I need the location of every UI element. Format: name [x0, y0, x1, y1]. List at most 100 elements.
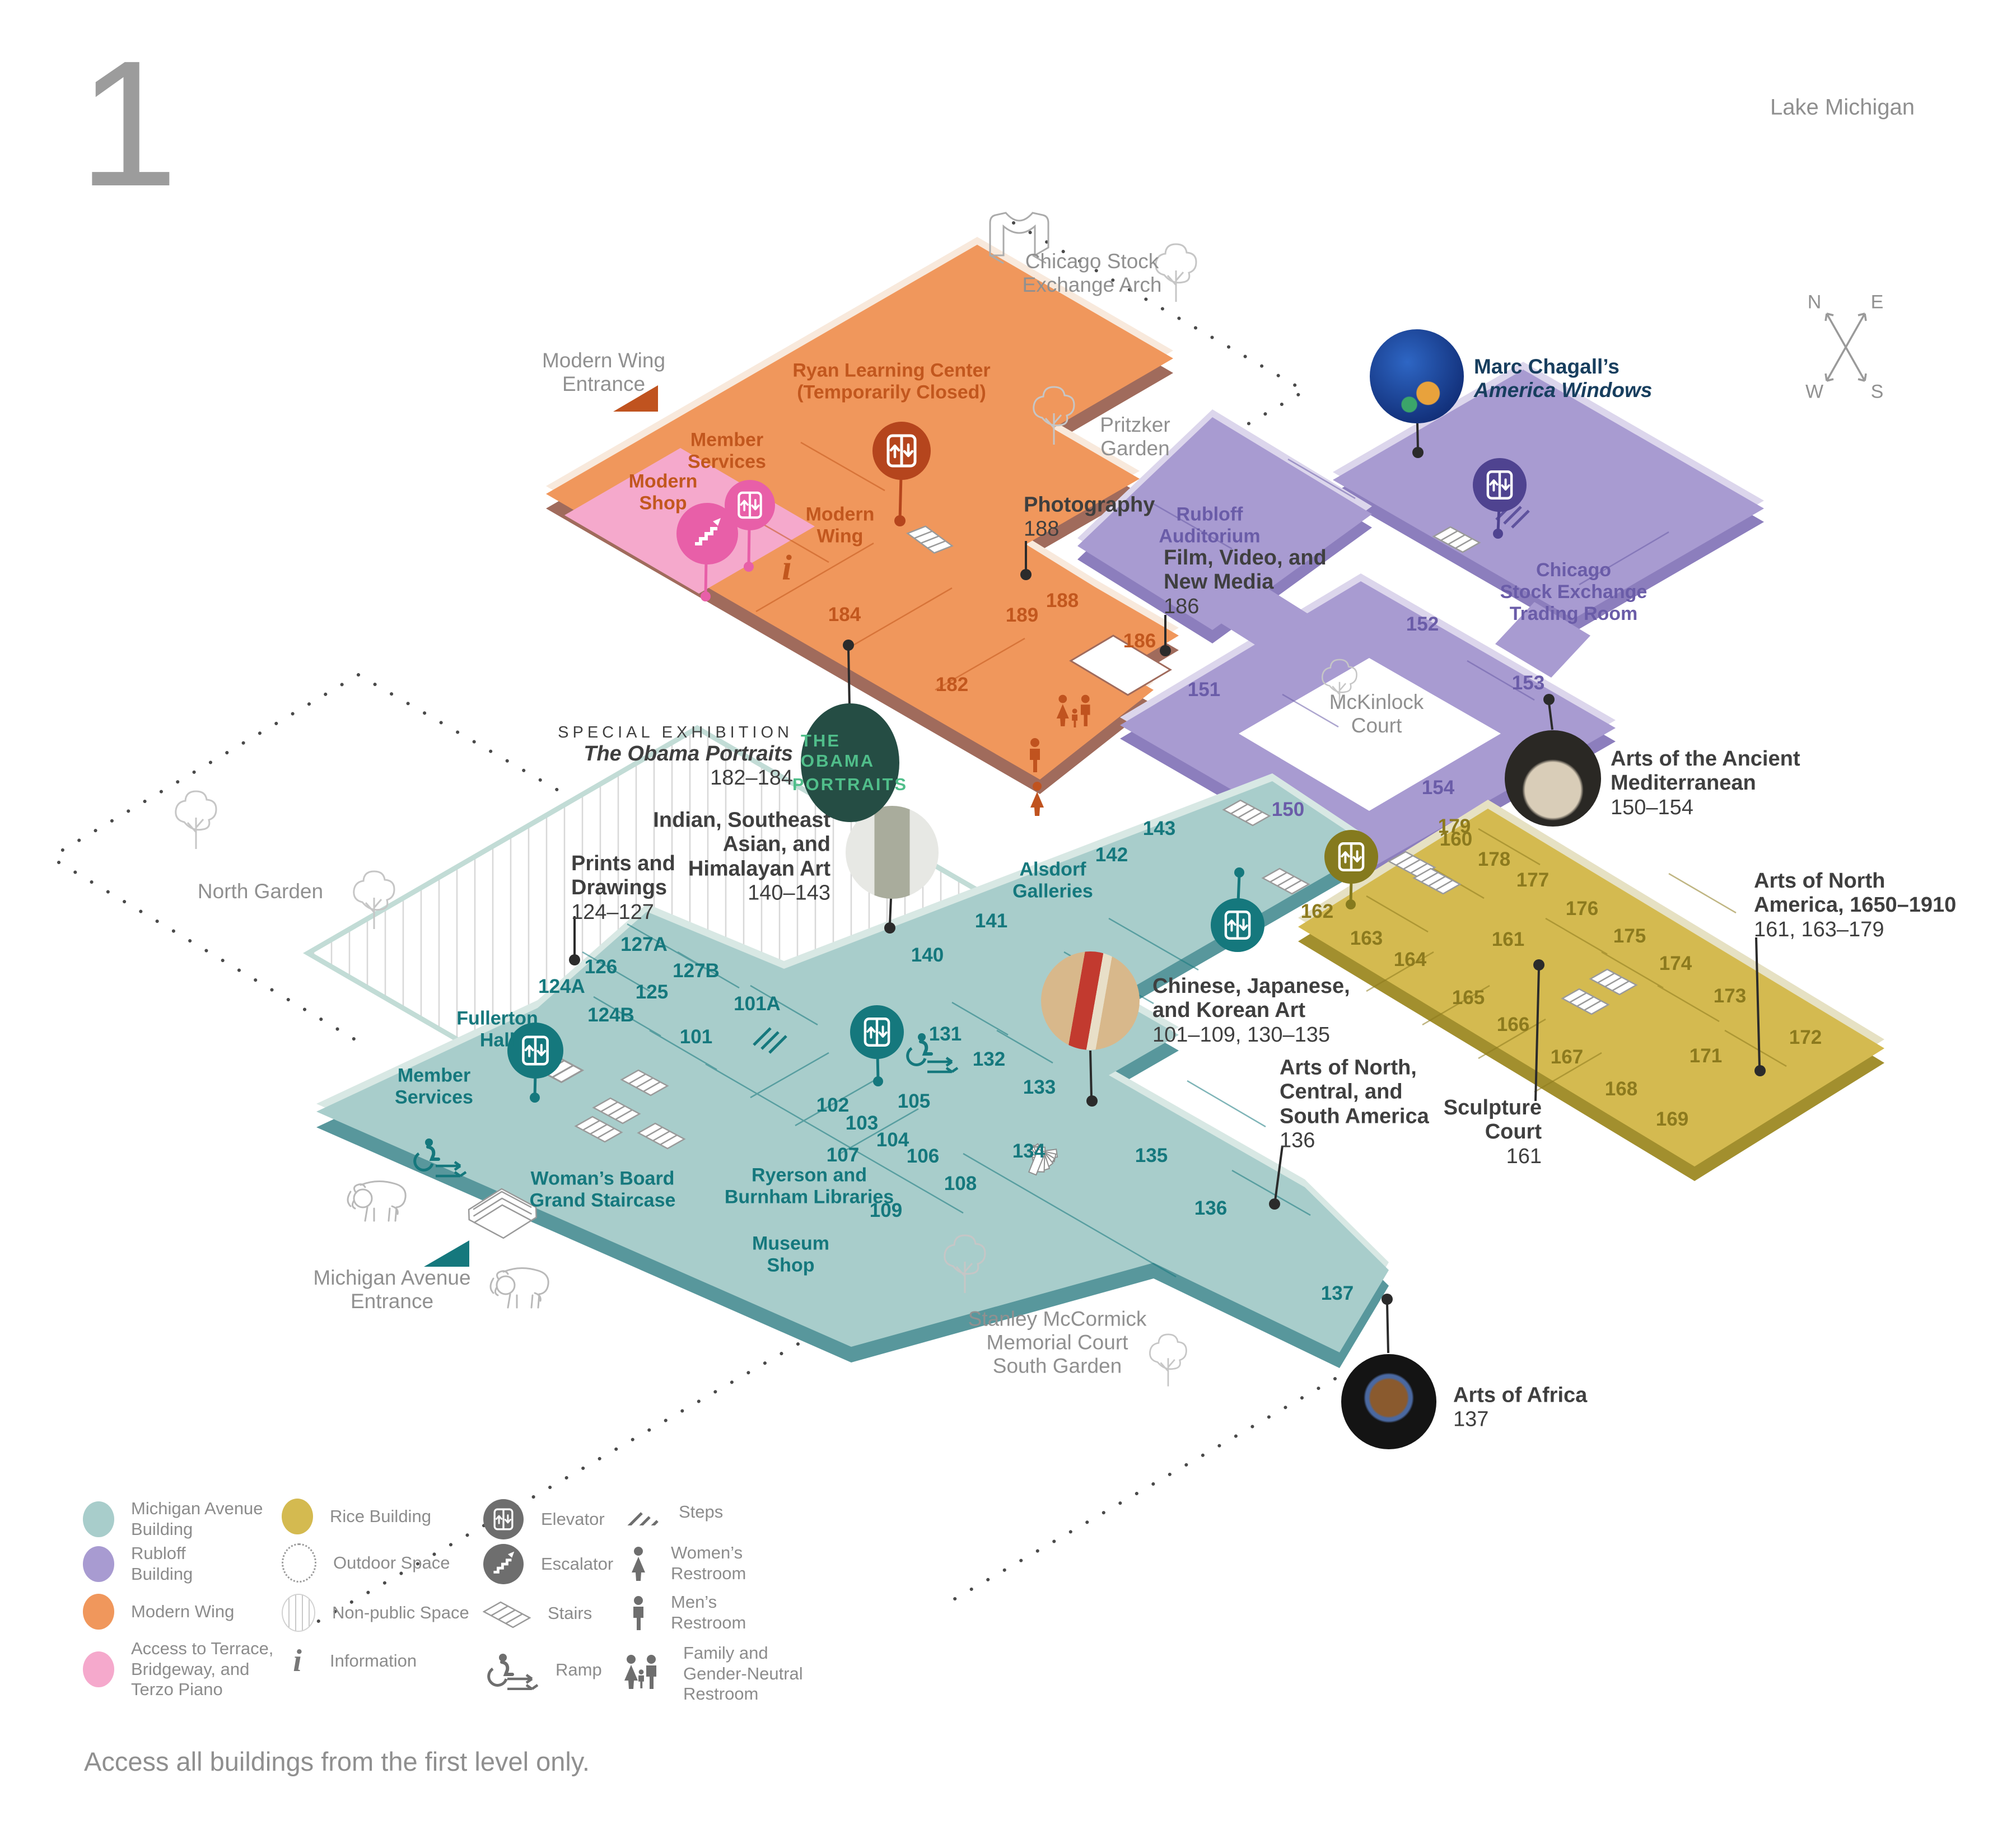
non-public-swatch [282, 1594, 315, 1632]
gallery-number: 107 [826, 1144, 860, 1166]
modern-wing-entrance-arrow [613, 385, 658, 412]
gallery-number: 109 [869, 1200, 903, 1221]
floor-number: 1 [78, 23, 178, 223]
gallery-number: 178 [1477, 848, 1511, 870]
tree-icon [1149, 1333, 1187, 1387]
michigan-swatch [83, 1501, 114, 1537]
chinese-art-photo [1041, 951, 1140, 1050]
gallery-number: 160 [1439, 828, 1473, 850]
gallery-number: 143 [1142, 818, 1176, 839]
gallery-number: 186 [1123, 630, 1156, 652]
spiral-staircase-icon [1028, 1143, 1058, 1176]
gallery-number: 173 [1713, 985, 1747, 1007]
gallery-186-notch [1069, 634, 1172, 696]
americas-annotation: Arts of North,Central, and South America… [1280, 1056, 1429, 1152]
legend-modern-wing: Modern Wing [83, 1594, 234, 1630]
elevator-icon [483, 1499, 524, 1539]
gallery-number: 177 [1516, 869, 1550, 891]
lake-michigan-label: Lake Michigan [1770, 95, 1915, 120]
lion-statue-icon [347, 1180, 407, 1222]
elevator-icon [1324, 830, 1378, 909]
gallery-number: 101A [734, 993, 781, 1015]
leader-lines [569, 423, 1766, 1354]
terrace-swatch [83, 1651, 114, 1687]
gallery-number: 169 [1655, 1108, 1689, 1130]
legend-ramp: Ramp [483, 1650, 602, 1690]
legend-rice: Rice Building [282, 1499, 431, 1534]
gallery-number: 176 [1565, 898, 1599, 920]
tree-icon [1155, 243, 1197, 303]
gallery-number: 103 [845, 1112, 879, 1134]
gallery-number: 134 [1012, 1140, 1046, 1162]
compass-n: N [1807, 291, 1822, 313]
gallery-number: 104 [876, 1129, 909, 1151]
ryan-learning-center-label: Ryan Learning Center(Temporarily Closed) [792, 360, 991, 403]
modern-wing-building [546, 237, 1179, 794]
gallery-number: 140 [911, 944, 944, 966]
compass-e: E [1870, 291, 1884, 313]
chinese-art-annotation: Chinese, Japanese,and Korean Art 101–109… [1152, 974, 1350, 1047]
gallery-number: 142 [1095, 844, 1128, 866]
buddha-photo [846, 806, 939, 899]
legend-steps: Steps [623, 1499, 723, 1525]
gallery-number: 179 [1438, 815, 1471, 837]
north-garden-label: North Garden [197, 879, 324, 903]
gallery-number: 189 [1005, 604, 1039, 626]
gallery-number: 106 [906, 1145, 940, 1167]
legend-outdoor: Outdoor Space [282, 1543, 450, 1583]
elevator-icon [1211, 867, 1264, 952]
elevator-icon [507, 1023, 563, 1103]
outdoor-space-swatch [282, 1543, 316, 1583]
gallery-number: 135 [1135, 1145, 1168, 1166]
gallery-number: 184 [828, 604, 861, 626]
gallery-number: 125 [635, 981, 669, 1003]
information-icon: i [293, 1644, 302, 1678]
gallery-number: 171 [1689, 1045, 1723, 1067]
gallery-number: 127A [620, 934, 668, 955]
gallery-number: 165 [1452, 987, 1485, 1009]
legend-elevator: Elevator [483, 1499, 605, 1540]
rubloff-building [1077, 362, 1764, 883]
michigan-avenue-building [316, 773, 1389, 1368]
gallery-number: 133 [1023, 1076, 1056, 1098]
gallery-number: 151 [1187, 679, 1221, 701]
mckinlock-court-area [1239, 658, 1501, 811]
information-icon: i [782, 547, 792, 587]
gallery-number: 174 [1659, 953, 1692, 974]
gallery-number: 167 [1550, 1046, 1584, 1068]
rice-swatch [282, 1499, 313, 1534]
obama-portraits-annotation: SPECIAL EXHIBITION The Obama Portraits 1… [558, 724, 793, 790]
gallery-number: 137 [1320, 1282, 1354, 1304]
mens-restroom-icon [633, 1596, 643, 1630]
elevator-icon [1473, 458, 1527, 539]
michigan-avenue-entrance-arrow [424, 1240, 469, 1267]
escalator-icon [483, 1544, 524, 1584]
gallery-number: 161 [1491, 928, 1525, 950]
legend-information: i Information [282, 1645, 417, 1677]
ramp-icon [483, 1650, 539, 1690]
gallery-number: 188 [1046, 590, 1079, 612]
rubloff-swatch [83, 1546, 114, 1582]
elevator-icon [872, 422, 931, 526]
